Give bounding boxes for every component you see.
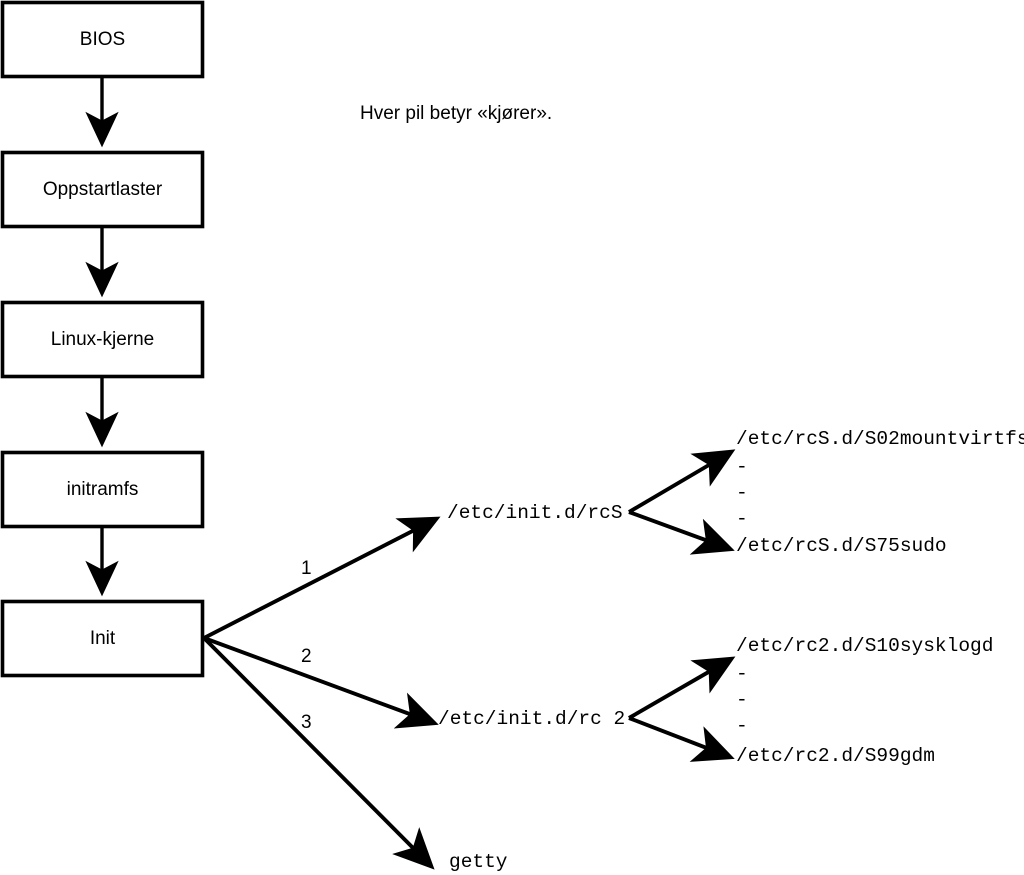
branch-number-3: 3	[301, 712, 312, 733]
branch-number-1: 1	[301, 558, 312, 579]
arrow-rcs-to-last-script	[628, 510, 735, 555]
node-box-bootloader	[0, 150, 205, 229]
branch-target-getty: getty	[449, 851, 508, 873]
arrow-init-branch-1	[203, 516, 441, 640]
rc2-script-first: /etc/rc2.d/S10sysklogd	[736, 635, 994, 657]
rcs-ellipsis-dash-3: -	[736, 508, 748, 530]
arrow-meaning-note: Hver pil betyr «kjører».	[360, 103, 553, 124]
node-box-initramfs	[0, 450, 205, 529]
rcs-script-last: /etc/rcS.d/S75sudo	[736, 535, 947, 557]
branch-target-rc2: /etc/init.d/rc 2	[438, 708, 626, 730]
rcs-ellipsis-dash-1: -	[736, 456, 748, 478]
branch-target-rcs: /etc/init.d/rcS	[447, 502, 623, 524]
node-box-bios	[0, 0, 205, 79]
rc2-ellipsis-dash-1: -	[736, 663, 748, 685]
node-box-init	[0, 599, 205, 678]
branch-number-2: 2	[301, 646, 312, 667]
rcs-script-first: /etc/rcS.d/S02mountvirtfs	[736, 428, 1024, 450]
rc2-ellipsis-dash-2: -	[736, 689, 748, 711]
arrow-rc2-to-last-script	[628, 716, 735, 762]
rc2-ellipsis-dash-3: -	[736, 715, 748, 737]
arrow-init-branch-3	[202, 636, 435, 870]
node-box-kernel	[0, 300, 205, 379]
arrow-rcs-to-first-script	[628, 449, 736, 514]
arrow-init-branch-2	[203, 636, 439, 729]
rc2-script-last: /etc/rc2.d/S99gdm	[736, 745, 935, 767]
arrow-rc2-to-first-script	[628, 656, 736, 720]
rcs-ellipsis-dash-2: -	[736, 482, 748, 504]
